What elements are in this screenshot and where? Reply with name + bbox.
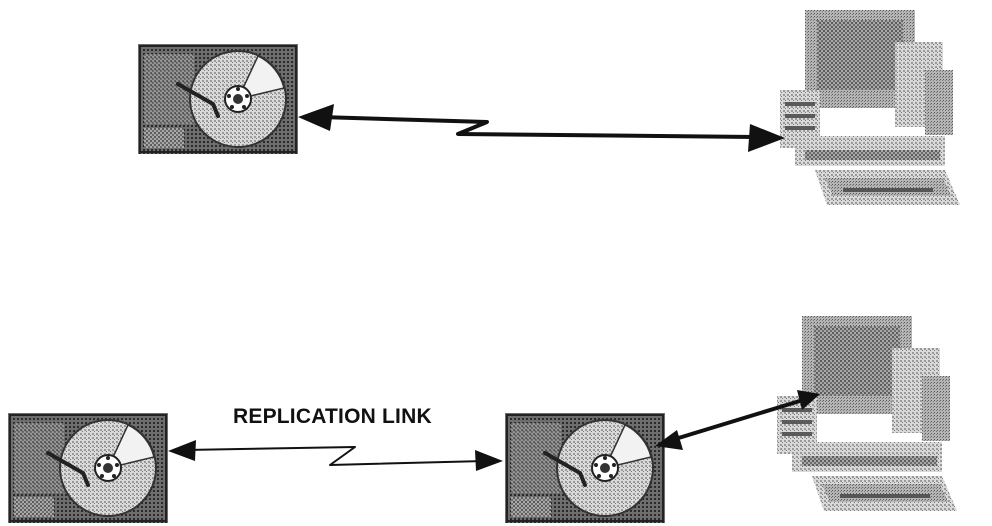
bottom-computer-icon xyxy=(777,316,957,511)
top-link-arrowhead-right xyxy=(748,124,785,152)
replication-link-lightning-line xyxy=(184,446,486,466)
top-link-arrow xyxy=(298,104,785,152)
host-link-arrowhead-left xyxy=(655,430,683,450)
replication-link-arrowhead-left xyxy=(168,440,196,461)
replication-link-arrow xyxy=(168,440,503,471)
replication-link-arrowhead-right xyxy=(475,450,503,471)
top-link-lightning-line xyxy=(318,115,757,139)
secondary-disk-icon xyxy=(503,411,667,525)
top-link-arrowhead-left xyxy=(298,104,334,131)
top-computer-icon xyxy=(780,10,960,205)
primary-disk-icon xyxy=(6,411,170,525)
host-link-arrowhead-right xyxy=(797,390,820,410)
replication-link-label: REPLICATION LINK xyxy=(233,405,432,428)
host-link-line xyxy=(670,398,805,442)
top-disk-icon xyxy=(136,42,300,156)
host-link-arrow xyxy=(655,390,820,450)
